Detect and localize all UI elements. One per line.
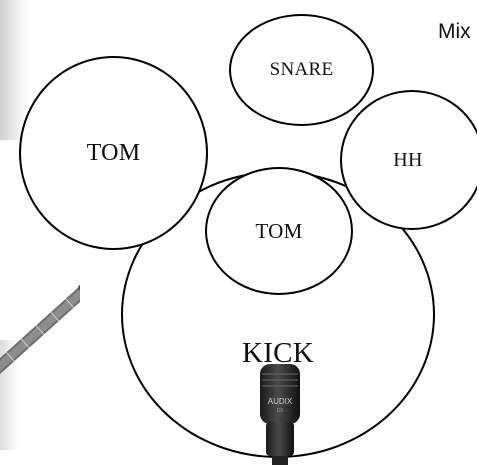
mixer-link[interactable]: Mix bbox=[438, 20, 471, 43]
mic-brand-text: AUDIX bbox=[268, 397, 293, 406]
snare-pad[interactable]: SNARE bbox=[229, 14, 374, 126]
hihat-pad[interactable]: HH bbox=[340, 90, 477, 230]
hihat-label: HH bbox=[393, 148, 423, 171]
mic-model-text: D6 bbox=[277, 408, 284, 414]
center-tom-label: TOM bbox=[255, 218, 303, 243]
kick-microphone-icon[interactable]: AUDIX D6 bbox=[252, 362, 308, 465]
kick-label: KICK bbox=[241, 337, 315, 369]
left-tom-label: TOM bbox=[86, 139, 141, 166]
left-tom-pad[interactable]: TOM bbox=[19, 56, 208, 250]
snare-label: SNARE bbox=[269, 59, 334, 80]
center-tom-pad[interactable]: TOM bbox=[205, 167, 353, 295]
guitar-neck-icon[interactable] bbox=[0, 270, 80, 390]
